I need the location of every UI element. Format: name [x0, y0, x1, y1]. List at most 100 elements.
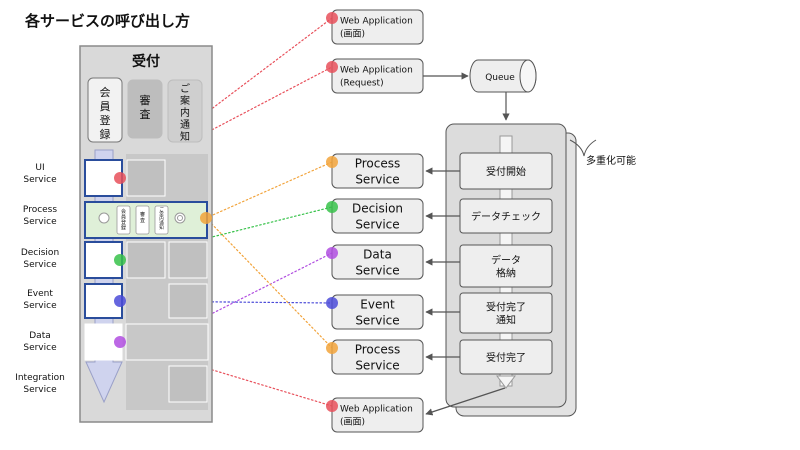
- end-event-inner: [177, 215, 183, 221]
- vertical-char: 通: [180, 119, 190, 131]
- blue-service-dot: [326, 297, 338, 309]
- vertical-char: 審: [140, 93, 151, 107]
- service-label: Decision: [21, 248, 59, 258]
- service-box: [331, 153, 424, 189]
- mini-task-label: 審査: [140, 211, 145, 224]
- tab-label-review: 審査: [140, 93, 151, 121]
- vertical-char: 査: [140, 217, 145, 224]
- end-event-icon: [174, 212, 186, 224]
- vertical-char: ご: [180, 82, 190, 95]
- vertical-char: 通: [159, 220, 164, 227]
- orange-connector: [205, 161, 333, 219]
- service-label: Service: [23, 343, 57, 353]
- vertical-char: 録: [100, 127, 111, 141]
- service-label: Process: [23, 205, 57, 215]
- multiplex-brace: [569, 139, 597, 157]
- multiplex-label: 多重化可能: [586, 154, 636, 167]
- service-label: UI: [35, 163, 44, 173]
- vertical-char: 案: [180, 94, 190, 107]
- vertical-char: 知: [159, 224, 164, 231]
- service-box-label: Service: [355, 313, 399, 327]
- orange-connector: [205, 217, 333, 349]
- queue-cylinder-end: [519, 59, 537, 93]
- vertical-char: 員: [121, 215, 126, 221]
- service-label: Service: [23, 301, 57, 311]
- service-label: Event: [27, 289, 53, 299]
- panel-to-webapp-arrow: [425, 387, 506, 416]
- service-box-label: Service: [355, 217, 399, 231]
- step-box: [459, 292, 553, 334]
- vertical-char: 査: [140, 107, 151, 121]
- service-label: Service: [23, 175, 57, 185]
- service-box: [331, 294, 424, 330]
- service-box-label: Web Application: [340, 17, 413, 27]
- tab-review: [127, 79, 163, 139]
- red-service-dot: [326, 61, 338, 73]
- vertical-char: 員: [100, 100, 111, 113]
- service-box: [331, 397, 424, 433]
- data-service-dot: [114, 336, 126, 348]
- orange-service-dot: [326, 156, 338, 168]
- vertical-char: 会: [121, 208, 126, 215]
- service-label: Service: [23, 385, 57, 395]
- red-service-dot: [326, 400, 338, 412]
- step-box: [459, 244, 553, 288]
- diagram-title: 各サービスの呼び出し方: [25, 12, 191, 30]
- vertical-char: 登: [100, 113, 111, 127]
- ui-service-dot: [114, 172, 126, 184]
- red-service-dot: [326, 12, 338, 24]
- vertical-char: 内: [180, 106, 190, 119]
- tab-guidance-notice: [167, 79, 203, 143]
- step-label: 格納: [496, 267, 516, 280]
- service-box-label: Data: [363, 247, 392, 261]
- start-event-icon: [98, 212, 110, 224]
- event-service-dot: [114, 295, 126, 307]
- tab-member-registration: [87, 77, 123, 143]
- service-label: Service: [23, 217, 57, 227]
- green-service-dot: [326, 201, 338, 213]
- service-box-label: Service: [355, 263, 399, 277]
- blue-connector: [119, 300, 333, 304]
- service-box: [331, 244, 424, 280]
- decision-cell-1: [126, 241, 166, 279]
- ui-service-cell: [126, 159, 166, 197]
- vertical-char: 登: [121, 219, 126, 226]
- step-label: データチェック: [471, 210, 541, 223]
- step-label: 通知: [496, 314, 516, 327]
- service-box-label: (Request): [340, 79, 384, 89]
- service-box-label: Decision: [352, 201, 403, 215]
- service-box-label: (画面): [340, 417, 365, 428]
- vertical-char: 審: [140, 211, 145, 218]
- step-label: データ: [491, 254, 521, 267]
- service-box-label: Service: [355, 172, 399, 186]
- service-box-label: Process: [355, 156, 401, 170]
- vertical-char: ご: [159, 206, 164, 213]
- orange-service-dot: [326, 342, 338, 354]
- queue-label: Queue: [485, 73, 515, 83]
- vertical-char: 会: [100, 86, 111, 99]
- service-box-label: Web Application: [340, 66, 413, 76]
- mini-task-review: [135, 205, 150, 235]
- step-label: 受付完了: [486, 301, 526, 314]
- service-box: [331, 9, 424, 45]
- service-box-label: Web Application: [340, 405, 413, 415]
- service-box: [331, 339, 424, 375]
- service-label: Data: [29, 331, 51, 341]
- integration-cell: [168, 365, 208, 403]
- event-cell: [168, 283, 208, 319]
- process-flow-arrowhead: [496, 375, 516, 389]
- vertical-char: 案: [159, 211, 164, 218]
- vertical-char: 知: [180, 130, 190, 143]
- purple-service-dot: [326, 247, 338, 259]
- decision-cell-2: [168, 241, 208, 279]
- service-box: [331, 198, 424, 234]
- service-box-label: (画面): [340, 29, 365, 40]
- service-box-label: Process: [355, 342, 401, 356]
- step-label: 受付開始: [486, 165, 526, 178]
